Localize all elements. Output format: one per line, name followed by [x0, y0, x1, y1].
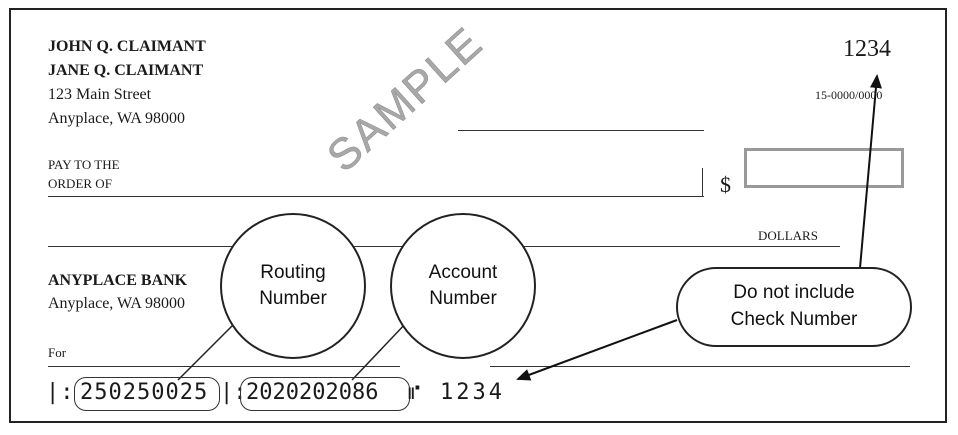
micr-account-number: 2020202086: [246, 380, 379, 405]
check-callout-line-1: Do not include: [733, 282, 855, 304]
date-line: [458, 130, 704, 131]
memo-line: [48, 366, 400, 367]
payee-line-end: [702, 168, 703, 197]
pay-to-label-1: PAY TO THE: [48, 157, 120, 172]
signature-line: [490, 366, 910, 367]
micr-account-end: ⑈: [408, 380, 420, 404]
account-number-highlight: [240, 377, 410, 411]
routing-number-highlight: [74, 377, 220, 411]
payee-line: [48, 196, 704, 197]
payer-city: Anyplace, WA 98000: [48, 110, 186, 127]
micr-check-number: 1234: [440, 380, 505, 405]
account-callout-line-1: Account: [428, 262, 498, 284]
micr-routing-number: 250250025: [80, 380, 209, 405]
amount-box: [744, 148, 904, 188]
bank-name: ANYPLACE BANK: [48, 272, 188, 289]
fraction-code: 15-0000/0000: [815, 88, 883, 102]
check-callout-line-2: Check Number: [730, 309, 858, 330]
account-number-callout: Account Number: [390, 213, 536, 359]
check-number-callout: Do not include Check Number: [676, 267, 912, 347]
routing-callout-line-2: Number: [259, 288, 327, 309]
payer-street: 123 Main Street: [48, 86, 152, 103]
payer-name-1: JOHN Q. CLAIMANT: [48, 38, 206, 55]
dollar-sign: $: [720, 172, 731, 197]
micr-routing-symbol: |:: [46, 380, 75, 405]
routing-number-callout: Routing Number: [220, 213, 366, 359]
dollars-label: DOLLARS: [758, 228, 818, 243]
account-callout-line-2: Number: [429, 288, 497, 309]
routing-callout-line-1: Routing: [260, 262, 326, 284]
payer-name-2: JANE Q. CLAIMANT: [48, 62, 204, 79]
memo-label: For: [48, 345, 67, 360]
pay-to-label-2: ORDER OF: [48, 176, 112, 191]
bank-city: Anyplace, WA 98000: [48, 295, 186, 312]
check-number: 1234: [843, 36, 891, 62]
